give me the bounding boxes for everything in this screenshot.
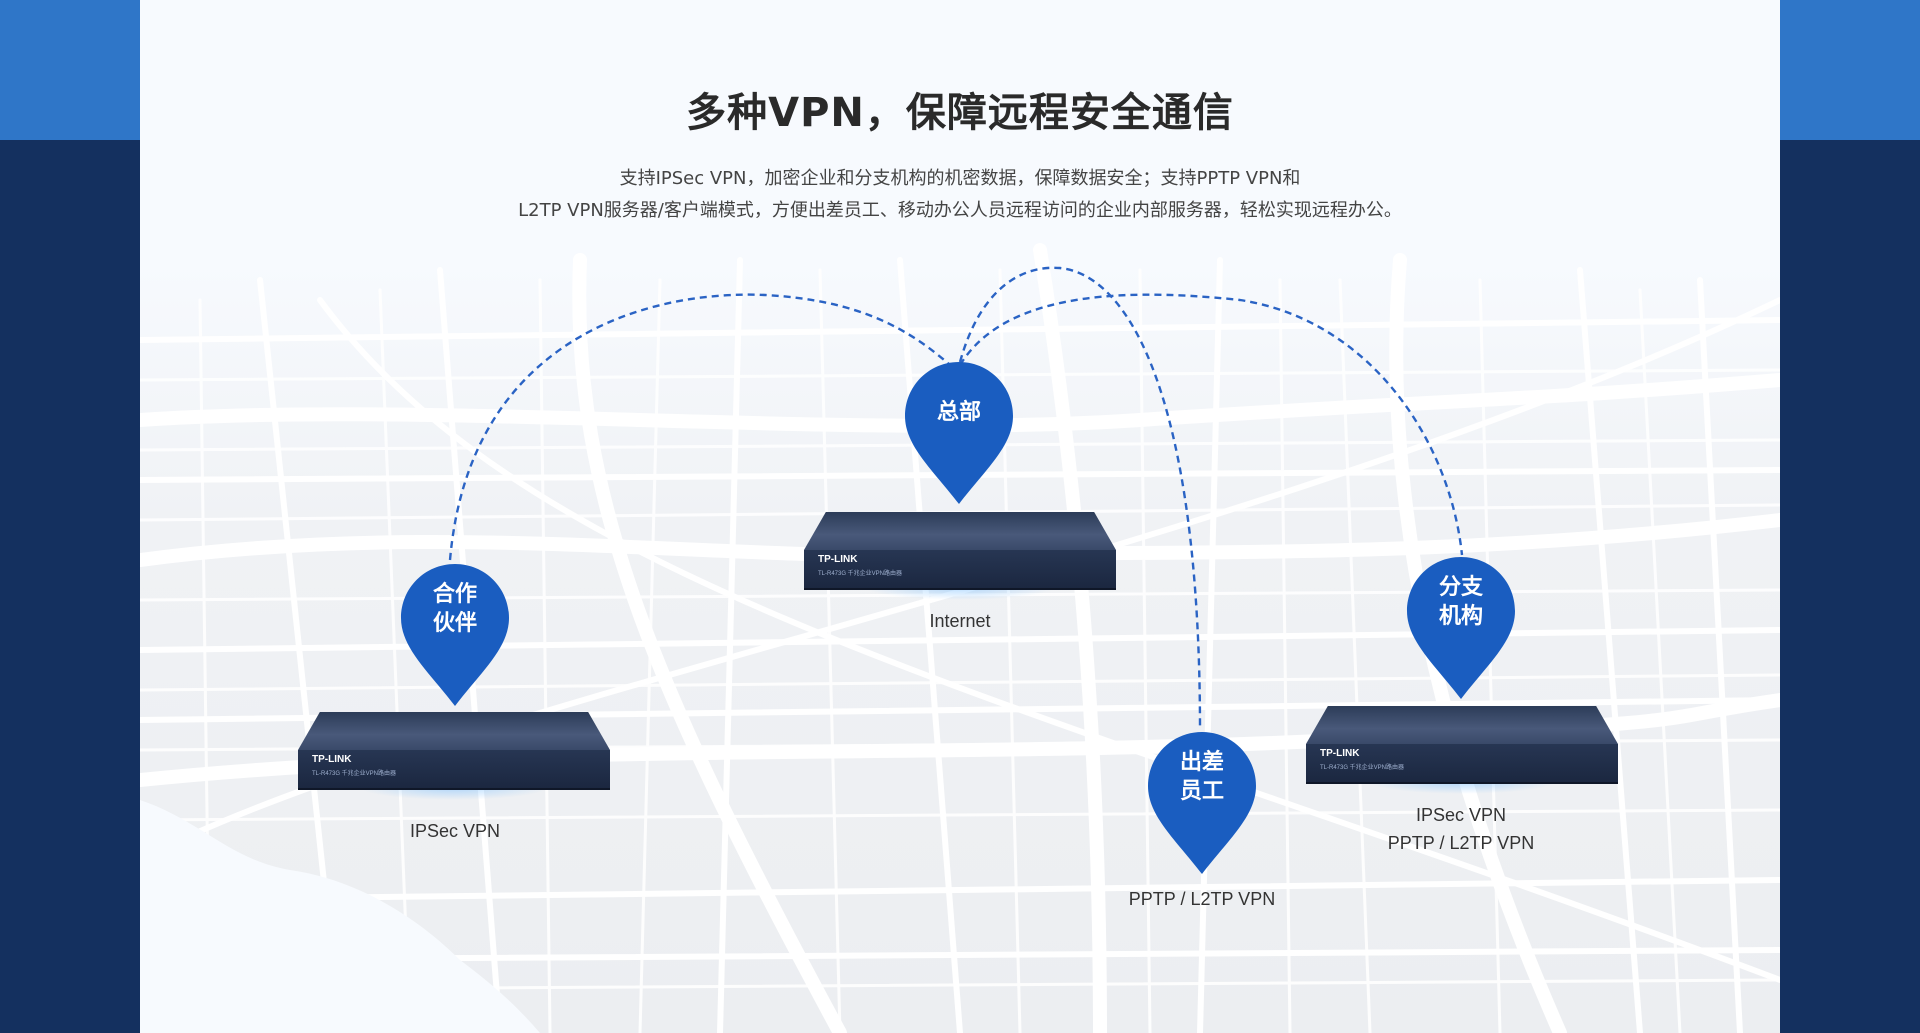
description-line-1: 支持IPSec VPN，加密企业和分支机构的机密数据，保障数据安全；支持PPTP… [619,168,1301,189]
pin-hq-label: 总部 [936,400,981,425]
pin-partner-label: 合作 伙伴 [432,582,477,636]
router-model: TL-R473G 千兆企业VPN路由器 [818,571,903,577]
section-description: 支持IPSec VPN，加密企业和分支机构的机密数据，保障数据安全；支持PPTP… [140,163,1780,227]
location-pin-icon [905,362,1013,504]
pin-travel[interactable]: 出差 员工 [1146,730,1258,876]
router-partner: TP-LINK TL-R473G 千兆企业VPN路由器 [298,712,610,800]
pin-travel-label: 出差 员工 [1179,750,1224,804]
router-branch: TP-LINK TL-R473G 千兆企业VPN路由器 [1306,706,1618,794]
router-brand: TP-LINK [818,554,858,565]
city-map-background [140,243,1780,1033]
content-panel: 多种VPN，保障远程安全通信 支持IPSec VPN，加密企业和分支机构的机密数… [140,0,1780,1033]
location-pin-icon [1407,557,1515,699]
pin-partner[interactable]: 合作 伙伴 [399,562,511,708]
pin-hq[interactable]: 总部 [903,360,1015,506]
label-hq: Internet [929,611,991,631]
router-hq: TP-LINK TL-R473G 千兆企业VPN路由器 [804,512,1116,600]
label-travel: PPTP / L2TP VPN [1128,889,1276,909]
section-title: 多种VPN，保障远程安全通信 [686,90,1234,136]
location-pin-icon [401,564,509,706]
description-line-2: L2TP VPN服务器/客户端模式，方便出差员工、移动办公人员远程访问的企业内部… [518,200,1402,221]
pin-branch[interactable]: 分支 机构 [1405,555,1517,701]
location-pin-icon [1148,732,1256,874]
pin-branch-label: 分支 机构 [1438,575,1483,629]
label-partner: IPSec VPN [409,821,501,841]
label-branch: IPSec VPN PPTP / L2TP VPN [1387,805,1535,853]
right-accent-bar [1780,0,1920,140]
left-accent-bar [0,0,140,140]
